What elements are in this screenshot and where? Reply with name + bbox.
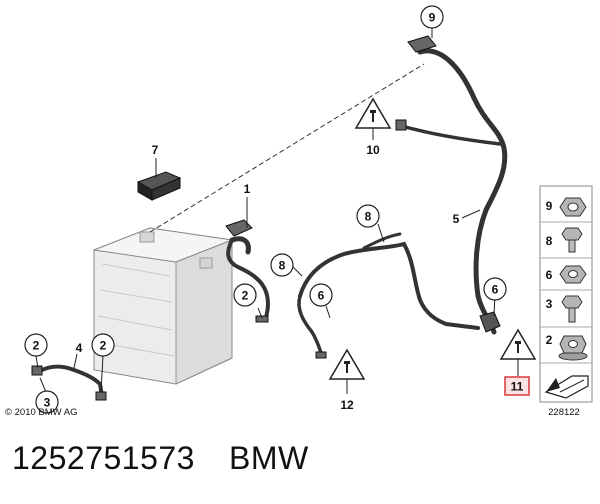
nut-icon [559, 265, 587, 284]
callout-5: 5 [453, 212, 460, 226]
bolt-icon [561, 295, 583, 323]
callout-2-right: 2 [233, 283, 257, 307]
callout-6-right: 6 [483, 277, 507, 301]
leader-5 [461, 209, 481, 219]
callout-1: 1 [244, 182, 251, 196]
ground-strap [31, 364, 107, 401]
callout-2-mid: 2 [91, 333, 115, 357]
diagram-number: 228122 [548, 407, 580, 418]
callout-8-top: 8 [356, 204, 380, 228]
nut-icon [559, 197, 587, 217]
fastener-legend: 9 8 6 3 2 [539, 185, 593, 403]
callout-6-mid: 6 [309, 283, 333, 307]
warning-triangle-icon [354, 97, 392, 129]
svg-text:11: 11 [511, 380, 524, 394]
parts-diagram: 9 8 8 6 6 2 2 2 3 7 1 4 5 10 12 11 [5, 5, 593, 418]
callout-3: 3 [35, 390, 59, 414]
part-caption: 1252751573 BMW [12, 440, 309, 477]
brand-name: BMW [228, 440, 309, 476]
leader-6-mid [325, 305, 331, 319]
legend-num-6: 6 [546, 268, 553, 282]
leader-dashed [149, 63, 425, 233]
part-number: 1252751573 [12, 440, 195, 476]
main-positive-cable [395, 35, 508, 335]
legend-num-9: 9 [546, 199, 553, 213]
legend-num-8: 8 [546, 234, 553, 248]
leader-3 [39, 377, 47, 393]
fuse-block-part [136, 171, 182, 201]
svg-text:2: 2 [33, 339, 40, 353]
battery [92, 227, 234, 385]
positive-battery-cable [225, 219, 271, 323]
callout-4: 4 [76, 341, 83, 355]
callout-8-left: 8 [270, 253, 294, 277]
bolt-icon [561, 227, 583, 253]
warning-triangle-icon [499, 328, 537, 360]
leader-8-left [291, 265, 303, 277]
callout-9: 9 [420, 5, 444, 29]
callout-10: 10 [366, 143, 380, 157]
svg-text:6: 6 [492, 283, 499, 297]
callout-12: 12 [340, 398, 354, 412]
leader-2-right [257, 307, 263, 319]
leader-2-left [35, 355, 39, 369]
svg-text:9: 9 [429, 11, 436, 25]
callout-7: 7 [152, 143, 159, 157]
legend-num-3: 3 [546, 297, 553, 311]
legend-num-2: 2 [546, 333, 553, 347]
leader-8-top [377, 223, 385, 243]
svg-text:3: 3 [44, 396, 51, 410]
wiring-harness [297, 232, 480, 359]
svg-text:2: 2 [242, 289, 249, 303]
collar-nut-icon [558, 335, 588, 361]
svg-text:8: 8 [279, 259, 286, 273]
warning-triangle-icon [328, 348, 366, 380]
direction-arrow-icon [544, 375, 589, 399]
svg-text:8: 8 [365, 210, 372, 224]
callout-2-left: 2 [24, 333, 48, 357]
leader-2-mid [100, 355, 104, 393]
svg-text:2: 2 [100, 339, 107, 353]
copyright-text: © 2010 BMW AG [5, 407, 77, 418]
leader-4 [73, 353, 78, 369]
callout-11-highlight: 11 [504, 376, 530, 396]
svg-text:6: 6 [318, 289, 325, 303]
